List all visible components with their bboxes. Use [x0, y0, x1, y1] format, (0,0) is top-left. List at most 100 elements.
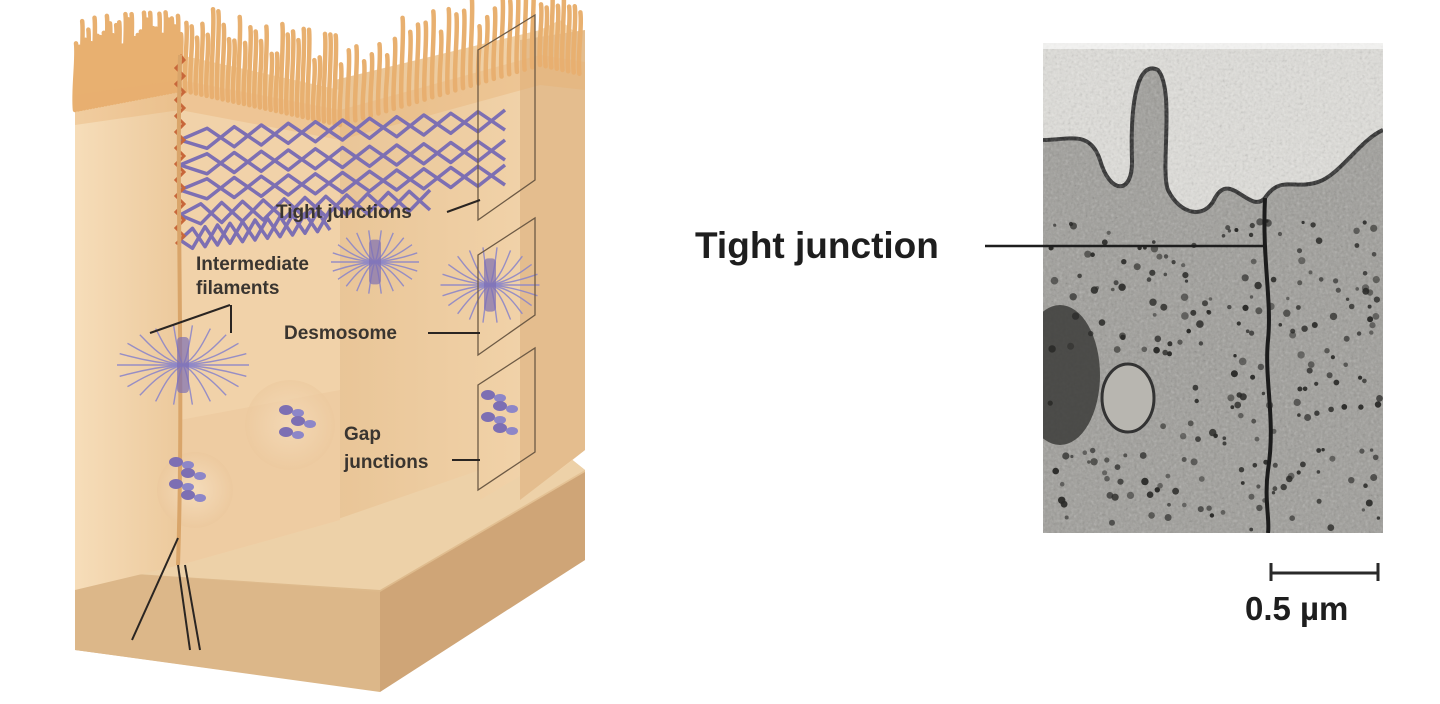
- desmosome-fibril: [127, 342, 184, 366]
- ribosome: [1307, 361, 1315, 368]
- ribosome: [1343, 362, 1348, 368]
- connexon: [291, 416, 305, 426]
- ribosome: [1250, 258, 1257, 265]
- ribosome: [1225, 225, 1231, 231]
- desmosome-fibril: [489, 273, 538, 286]
- microvillus: [368, 51, 375, 119]
- desmosome-fibril: [119, 364, 184, 377]
- ribosome: [1048, 345, 1056, 353]
- nucleus-shadow: [245, 380, 335, 470]
- ribosome: [1190, 458, 1198, 466]
- microvillus: [90, 15, 98, 109]
- ribosome: [1257, 363, 1265, 371]
- microvillus: [337, 62, 344, 128]
- ribosome: [1358, 404, 1364, 410]
- ribosome: [1071, 312, 1080, 320]
- connexon: [481, 390, 495, 400]
- desmosome-right: [440, 247, 540, 323]
- connexon: [279, 427, 293, 437]
- desmosome-plaque: [177, 337, 189, 393]
- microvillus: [506, 0, 513, 77]
- ribosome: [1374, 401, 1382, 408]
- intermediate-filament: [179, 164, 506, 200]
- ribosome: [1067, 342, 1075, 350]
- microvillus: [106, 21, 113, 106]
- ribosome: [1297, 386, 1303, 392]
- ribosome: [1088, 330, 1094, 337]
- microvillus: [161, 10, 169, 96]
- microvillus: [230, 38, 238, 104]
- ribosome: [1365, 499, 1373, 507]
- microvillus: [241, 40, 248, 107]
- ribosome: [1118, 283, 1126, 291]
- ribosome: [1270, 276, 1277, 283]
- microvillus: [414, 22, 421, 105]
- ribosome: [1197, 506, 1204, 513]
- connexon: [169, 479, 183, 489]
- ribosome: [1370, 224, 1378, 232]
- ribosome: [1296, 305, 1301, 310]
- ribosome: [1070, 454, 1074, 459]
- ribosome: [1356, 331, 1362, 336]
- microvillus: [93, 33, 101, 109]
- microvillus: [187, 24, 195, 95]
- microvillus: [344, 47, 352, 125]
- ribosome: [1272, 462, 1278, 468]
- connexon: [182, 461, 194, 469]
- ribosome: [1249, 295, 1254, 299]
- ribosome: [1206, 505, 1212, 511]
- desmosome-mid: [331, 230, 419, 294]
- ribosome: [1300, 461, 1306, 468]
- microvillus: [559, 0, 567, 73]
- microvillus: [124, 17, 132, 103]
- ribosome: [1328, 406, 1334, 413]
- cell-boundary: [176, 54, 183, 566]
- ribosome: [1376, 395, 1383, 402]
- ribosome: [1220, 510, 1226, 515]
- ribosome: [1321, 448, 1325, 452]
- ribosome: [1343, 335, 1350, 342]
- ribosome: [1354, 243, 1360, 248]
- connexon: [292, 409, 304, 417]
- ribosome: [1308, 270, 1313, 275]
- connexon: [506, 405, 518, 413]
- connexon: [494, 416, 506, 424]
- intermediate-filament: [179, 139, 506, 175]
- microvillus: [219, 22, 227, 102]
- ribosome: [1184, 279, 1189, 283]
- ribosome: [1314, 381, 1319, 386]
- ribosome: [1064, 515, 1069, 520]
- ribosome: [1329, 312, 1338, 321]
- ribosome: [1154, 487, 1161, 493]
- ribosome: [1348, 303, 1355, 310]
- ribosome: [1222, 441, 1227, 446]
- junction-membrane-line: [1262, 197, 1273, 533]
- label-tight-junction: Tight junction: [695, 225, 939, 266]
- ribosome: [1222, 436, 1227, 441]
- ribosome: [1316, 498, 1322, 504]
- ribosome: [1227, 229, 1232, 233]
- ribosome: [1052, 467, 1059, 475]
- ribosome: [1333, 379, 1340, 386]
- microvillus: [214, 9, 222, 101]
- microvillus: [75, 44, 82, 112]
- microvillus: [118, 43, 126, 104]
- microvillus: [121, 11, 129, 103]
- microvillus: [375, 41, 383, 116]
- ribosome: [1353, 227, 1360, 234]
- ribosome: [1249, 222, 1255, 229]
- ribosome: [1362, 220, 1367, 225]
- ribosome: [1139, 452, 1147, 459]
- connexon: [194, 494, 206, 502]
- ribosome: [1101, 239, 1108, 246]
- label-tight-junctions: Tight junctions: [276, 202, 412, 223]
- microvillus: [155, 11, 163, 97]
- ribosome: [1047, 400, 1053, 406]
- gap-junction-cluster: [169, 457, 206, 502]
- microvillus: [406, 29, 413, 107]
- ribosome: [1123, 453, 1128, 458]
- microvillus: [100, 30, 107, 107]
- microvillus: [554, 3, 561, 71]
- ribosome: [1167, 502, 1171, 507]
